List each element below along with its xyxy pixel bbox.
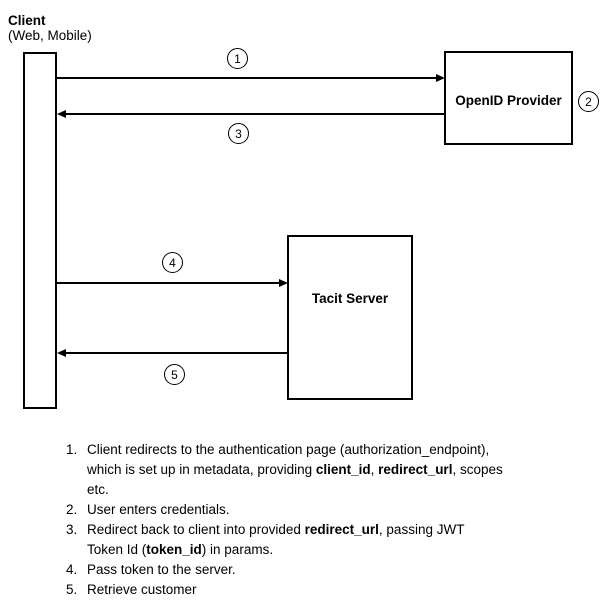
message-4-line — [57, 282, 280, 284]
step-circle-1: 1 — [227, 48, 248, 69]
note-item-number: 2. — [66, 502, 78, 517]
arrowhead-left-icon — [57, 348, 66, 357]
tacit-server-box: Tacit Server — [287, 235, 413, 400]
step-circle-5-label: 5 — [171, 367, 178, 382]
note-item: 2. User enters credentials. — [66, 500, 503, 520]
note-item: 5. Retrieve customer — [66, 580, 503, 600]
note-item-number: 3. — [66, 522, 78, 537]
client-actor-header: Client (Web, Mobile) — [8, 13, 92, 43]
message-5-line — [65, 352, 287, 354]
note-item-number: 1. — [66, 442, 78, 457]
note-item-text: Pass token to the server. — [87, 562, 236, 577]
client-actor-title: Client — [8, 13, 46, 28]
note-item-number: 5. — [66, 582, 78, 597]
arrowhead-right-icon — [279, 278, 288, 287]
note-item-text: Client redirects to the authentication p… — [87, 442, 503, 497]
client-lifeline-box — [23, 52, 57, 409]
note-item-number: 4. — [66, 562, 78, 577]
note-item: 1. Client redirects to the authentication… — [66, 440, 503, 500]
step-circle-4-label: 4 — [169, 255, 176, 270]
tacit-server-label: Tacit Server — [311, 291, 389, 306]
note-item: 4. Pass token to the server. — [66, 560, 503, 580]
step-circle-4: 4 — [162, 252, 183, 273]
arrowhead-right-icon — [436, 73, 445, 82]
arrowhead-left-icon — [57, 109, 66, 118]
message-1-line — [57, 77, 437, 79]
note-item-text: User enters credentials. — [87, 502, 230, 517]
openid-provider-label: OpenID Provider — [455, 93, 562, 108]
step-circle-3: 3 — [228, 123, 249, 144]
note-item: 3. Redirect back to client into provided … — [66, 520, 503, 560]
step-circle-3-label: 3 — [235, 126, 242, 141]
step-circle-2-label: 2 — [585, 94, 592, 109]
step-circle-2: 2 — [578, 91, 599, 112]
step-notes-list: 1. Client redirects to the authentication… — [66, 440, 503, 600]
step-circle-5: 5 — [164, 364, 185, 385]
message-3-line — [65, 113, 444, 115]
note-item-text: Redirect back to client into provided re… — [87, 522, 465, 557]
openid-provider-box: OpenID Provider — [444, 51, 573, 145]
note-item-text: Retrieve customer — [87, 582, 197, 597]
client-actor-subtitle: (Web, Mobile) — [8, 28, 92, 43]
step-circle-1-label: 1 — [234, 51, 241, 66]
